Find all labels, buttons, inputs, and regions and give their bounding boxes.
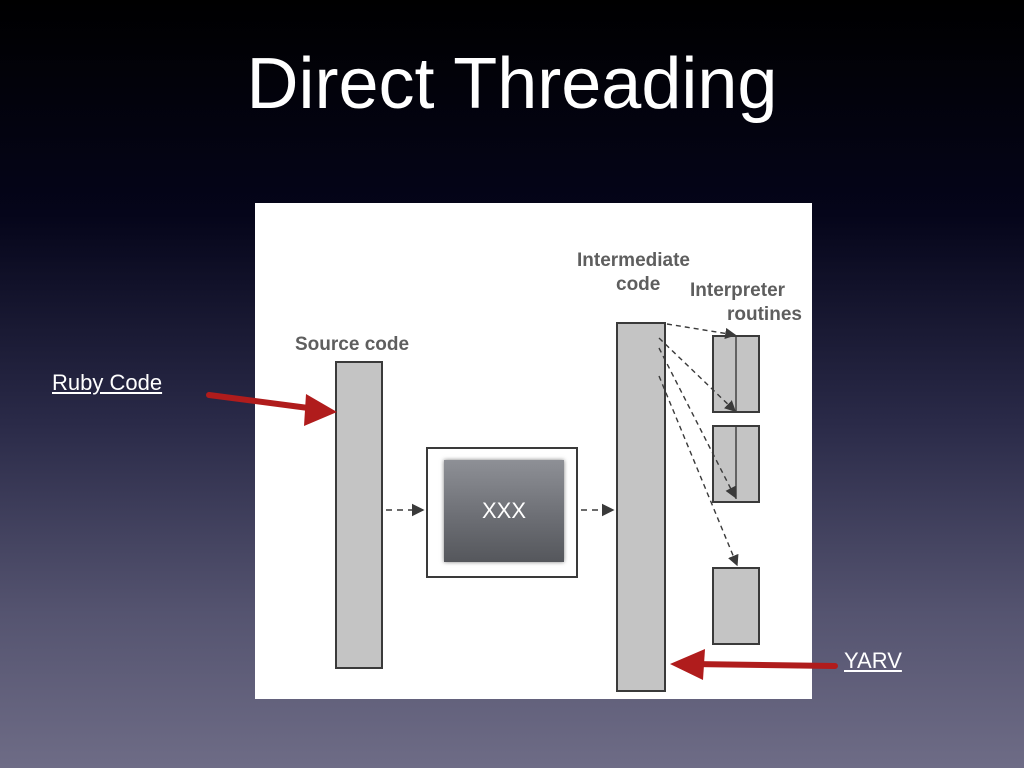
yarv-annotation: YARV [844, 648, 902, 673]
source-code-bar [335, 361, 383, 669]
interpreter-routines-label-line2: routines [727, 304, 802, 325]
diagram-figure: Source code Intermediate code Interprete… [255, 203, 812, 699]
diagram-connectors [386, 323, 739, 567]
intermediate-code-bar [616, 322, 666, 692]
intermediate-code-label-line1: Intermediate [577, 250, 690, 271]
dispatch-arrow-3 [658, 347, 736, 499]
slide-title: Direct Threading [246, 44, 778, 124]
dispatch-arrow-4 [658, 375, 739, 567]
ruby-code-arrow-head [304, 394, 337, 426]
interpreter-routine-3 [712, 567, 760, 645]
ruby-code-annotation: Ruby Code [52, 370, 163, 395]
compiler-box: XXX [444, 460, 564, 562]
dispatch-arrow-1 [666, 323, 737, 339]
intermediate-code-label-line2: code [616, 274, 661, 295]
yarv-arrow-shaft [689, 661, 838, 669]
source-code-label: Source code [295, 334, 410, 355]
interpreter-routines-label-line1: Interpreter [690, 280, 786, 301]
yarv-arrow-head [670, 649, 705, 680]
ruby-code-arrow-shaft [206, 392, 319, 412]
compiler-label: XXX [481, 498, 527, 523]
